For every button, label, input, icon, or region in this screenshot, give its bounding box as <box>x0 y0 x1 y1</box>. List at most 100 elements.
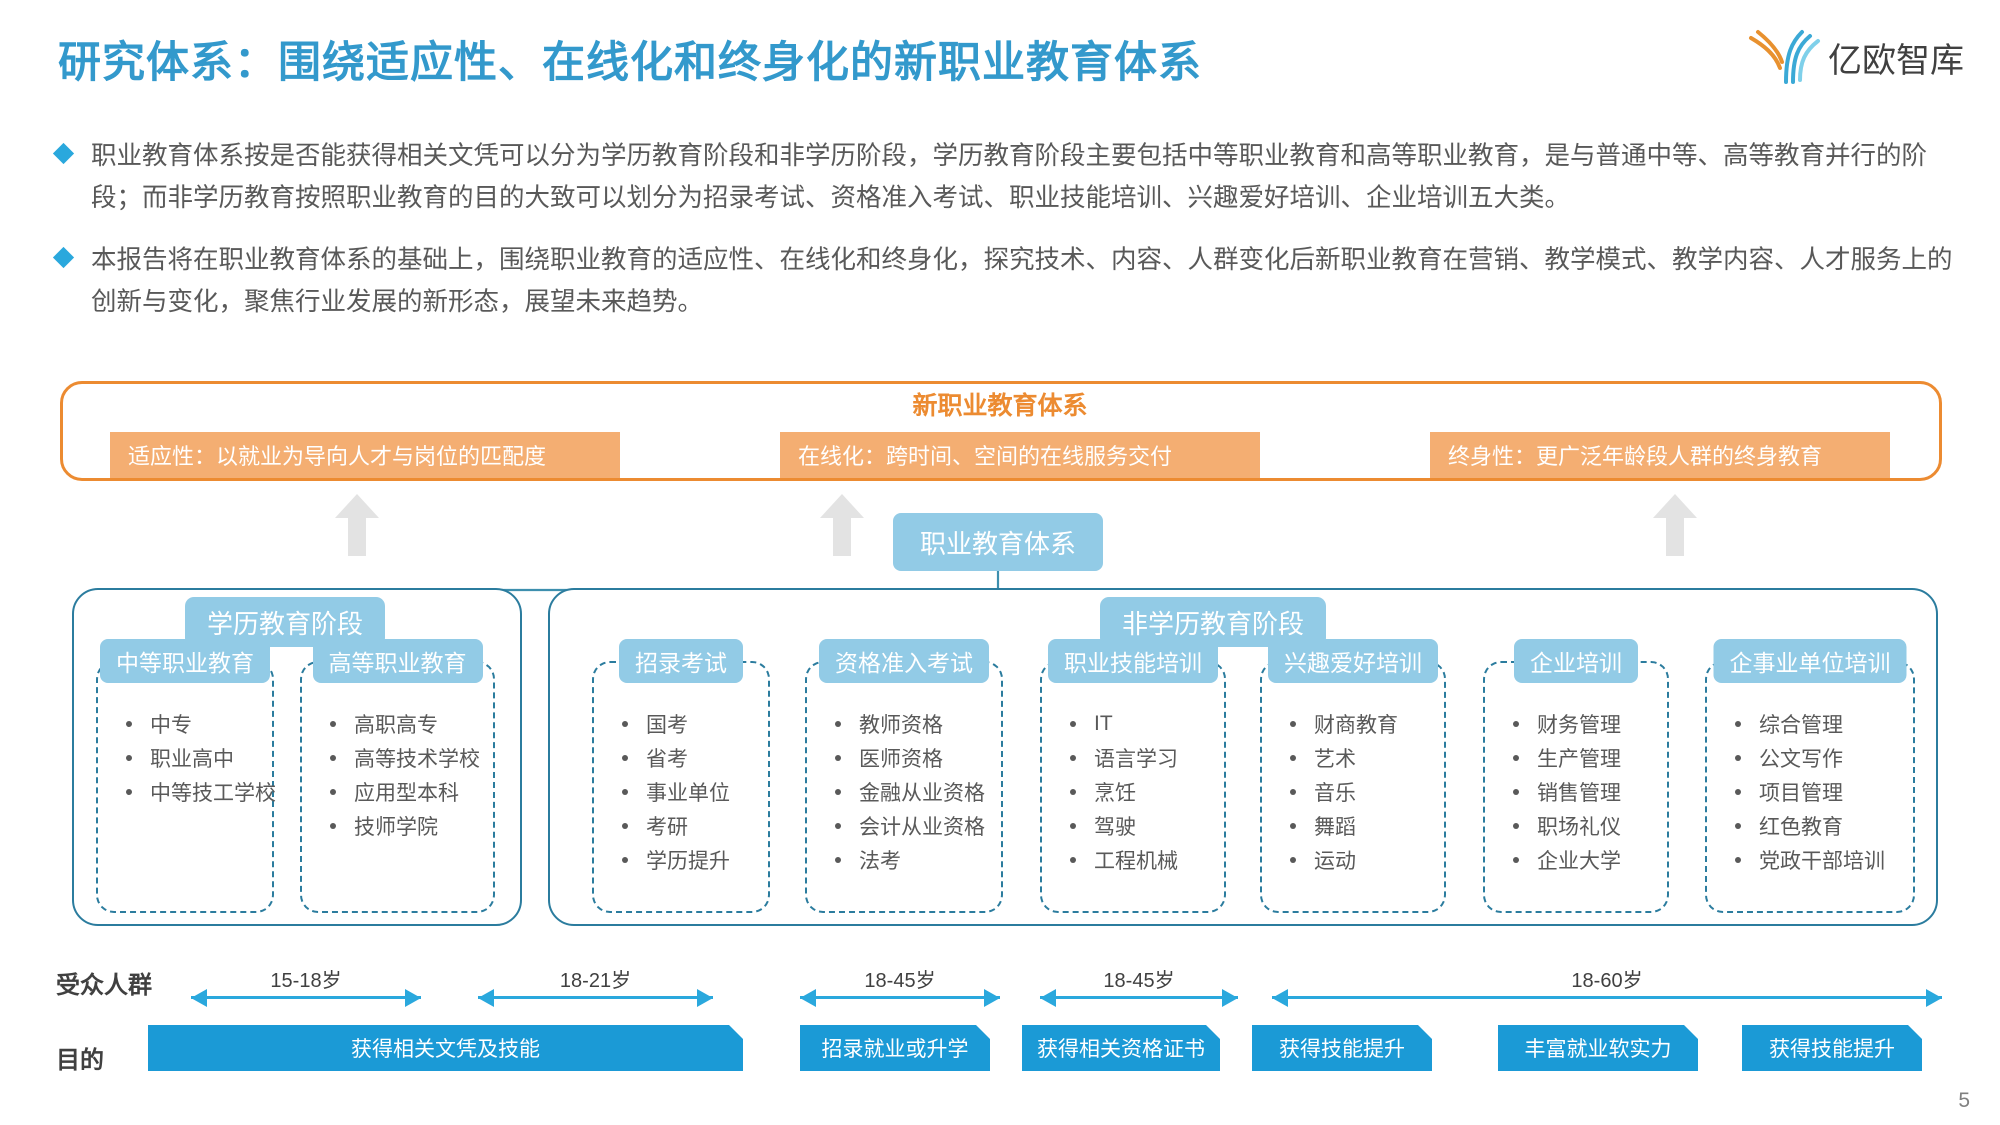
up-arrow-icon <box>820 494 864 556</box>
category-list-item: 销售管理 <box>1513 775 1667 809</box>
category-list-item: 应用型本科 <box>330 775 493 809</box>
bullet-dot-icon <box>622 789 628 795</box>
category-item-label: 工程机械 <box>1094 850 1178 873</box>
category-list-item: 会计从业资格 <box>835 809 1001 843</box>
arrow-right-tip-icon <box>697 989 713 1007</box>
bullet-dot-icon <box>1513 755 1519 761</box>
age-range-arrow: 15-18岁 <box>191 968 421 1008</box>
arrow-axis <box>1272 996 1942 999</box>
purpose-chip: 获得相关资格证书 <box>1022 1025 1220 1071</box>
category-title: 企事业单位培训 <box>1713 639 1907 683</box>
category-item-label: 财务管理 <box>1537 714 1621 737</box>
age-range-arrow: 18-21岁 <box>478 968 713 1008</box>
category-title: 企业培训 <box>1514 639 1638 683</box>
age-range-label: 18-45岁 <box>864 970 936 992</box>
category-item-label: 技师学院 <box>354 816 438 839</box>
bullet-dot-icon <box>1290 857 1296 863</box>
category-item-label: 事业单位 <box>646 782 730 805</box>
bullet-dot-icon <box>1070 789 1076 795</box>
category-list-item: 省考 <box>622 741 768 775</box>
bullet-dot-icon <box>835 721 841 727</box>
purpose-chip: 招录就业或升学 <box>800 1025 990 1071</box>
category-item-label: 销售管理 <box>1537 782 1621 805</box>
bullet-dot-icon <box>1290 789 1296 795</box>
category-item-label: 考研 <box>646 816 688 839</box>
category-list-item: 教师资格 <box>835 707 1001 741</box>
category-list-item: 驾驶 <box>1070 809 1224 843</box>
category-list-item: 中专 <box>126 707 272 741</box>
bullet-dot-icon <box>1290 721 1296 727</box>
arrow-right-tip-icon <box>984 989 1000 1007</box>
audience-row-label: 受众人群 <box>56 972 152 999</box>
category-card: 招录考试 国考省考事业单位考研学历提升 <box>592 639 770 913</box>
category-items: 国考省考事业单位考研学历提升 <box>594 707 768 877</box>
diamond-bullet-icon <box>52 142 75 165</box>
category-list-item: 企业大学 <box>1513 843 1667 877</box>
category-item-label: 医师资格 <box>859 748 943 771</box>
category-item-label: 音乐 <box>1314 782 1356 805</box>
bullet-dot-icon <box>1735 823 1741 829</box>
category-title: 中等职业教育 <box>100 639 270 683</box>
age-range-arrow: 18-45岁 <box>800 968 1000 1008</box>
arrow-axis <box>191 996 421 999</box>
bullet-dot-icon <box>1735 857 1741 863</box>
bullet-dot-icon <box>1070 823 1076 829</box>
category-item-label: 语言学习 <box>1094 748 1178 771</box>
category-list-item: 职场礼仪 <box>1513 809 1667 843</box>
category-item-label: 职业高中 <box>150 748 234 771</box>
category-item-label: IT <box>1094 712 1113 735</box>
arrow-left-tip-icon <box>1272 989 1288 1007</box>
bullet-dot-icon <box>126 721 132 727</box>
category-list-item: 技师学院 <box>330 809 493 843</box>
bullet-dot-icon <box>622 857 628 863</box>
category-item-label: 学历提升 <box>646 850 730 873</box>
bullet-dot-icon <box>1513 789 1519 795</box>
bullet-dot-icon <box>126 789 132 795</box>
age-range-label: 18-21岁 <box>559 970 632 992</box>
bullet-dot-icon <box>1070 721 1076 727</box>
category-list-item: 考研 <box>622 809 768 843</box>
category-list-item: 党政干部培训 <box>1735 843 1913 877</box>
category-item-label: 党政干部培训 <box>1759 850 1885 873</box>
bullet-text: 本报告将在职业教育体系的基础上，围绕职业教育的适应性、在线化和终身化，探究技术、… <box>91 246 1953 316</box>
age-range-label: 18-45岁 <box>1103 970 1175 992</box>
category-list-item: 财务管理 <box>1513 707 1667 741</box>
category-item-label: 会计从业资格 <box>859 816 985 839</box>
arrow-left-tip-icon <box>1040 989 1056 1007</box>
category-list-item: 职业高中 <box>126 741 272 775</box>
page-number: 5 <box>1958 1089 1970 1112</box>
category-item-label: 中专 <box>150 714 192 737</box>
purpose-row-label: 目的 <box>56 1047 104 1074</box>
arrow-right-tip-icon <box>405 989 421 1007</box>
category-item-label: 企业大学 <box>1537 850 1621 873</box>
category-list-item: 舞蹈 <box>1290 809 1444 843</box>
arrow-axis <box>800 996 1000 999</box>
category-list-item: 高职高专 <box>330 707 493 741</box>
arrow-axis <box>478 996 713 999</box>
category-item-label: 综合管理 <box>1759 714 1843 737</box>
category-item-label: 教师资格 <box>859 714 943 737</box>
category-title: 职业技能培训 <box>1048 639 1218 683</box>
category-item-label: 国考 <box>646 714 688 737</box>
category-list-item: 国考 <box>622 707 768 741</box>
bullet-dot-icon <box>126 755 132 761</box>
category-title: 招录考试 <box>619 639 743 683</box>
bullet-dot-icon <box>330 721 336 727</box>
stage-label-degree: 学历教育阶段 <box>185 597 386 647</box>
category-list-item: 艺术 <box>1290 741 1444 775</box>
category-card: 兴趣爱好培训 财商教育艺术音乐舞蹈运动 <box>1260 639 1446 913</box>
bullet-dot-icon <box>1070 755 1076 761</box>
bullet-dot-icon <box>1513 721 1519 727</box>
category-item-label: 运动 <box>1314 850 1356 873</box>
bullet-dot-icon <box>622 755 628 761</box>
category-item-label: 驾驶 <box>1094 816 1136 839</box>
bullet-dot-icon <box>622 823 628 829</box>
category-list-item: 工程机械 <box>1070 843 1224 877</box>
category-items: 高职高专高等技术学校应用型本科技师学院 <box>302 707 493 843</box>
feature-online: 在线化：跨时间、空间的在线服务交付 <box>780 432 1260 478</box>
category-list-item: 医师资格 <box>835 741 1001 775</box>
category-list-item: 法考 <box>835 843 1001 877</box>
category-items: 财务管理生产管理销售管理职场礼仪企业大学 <box>1485 707 1667 877</box>
